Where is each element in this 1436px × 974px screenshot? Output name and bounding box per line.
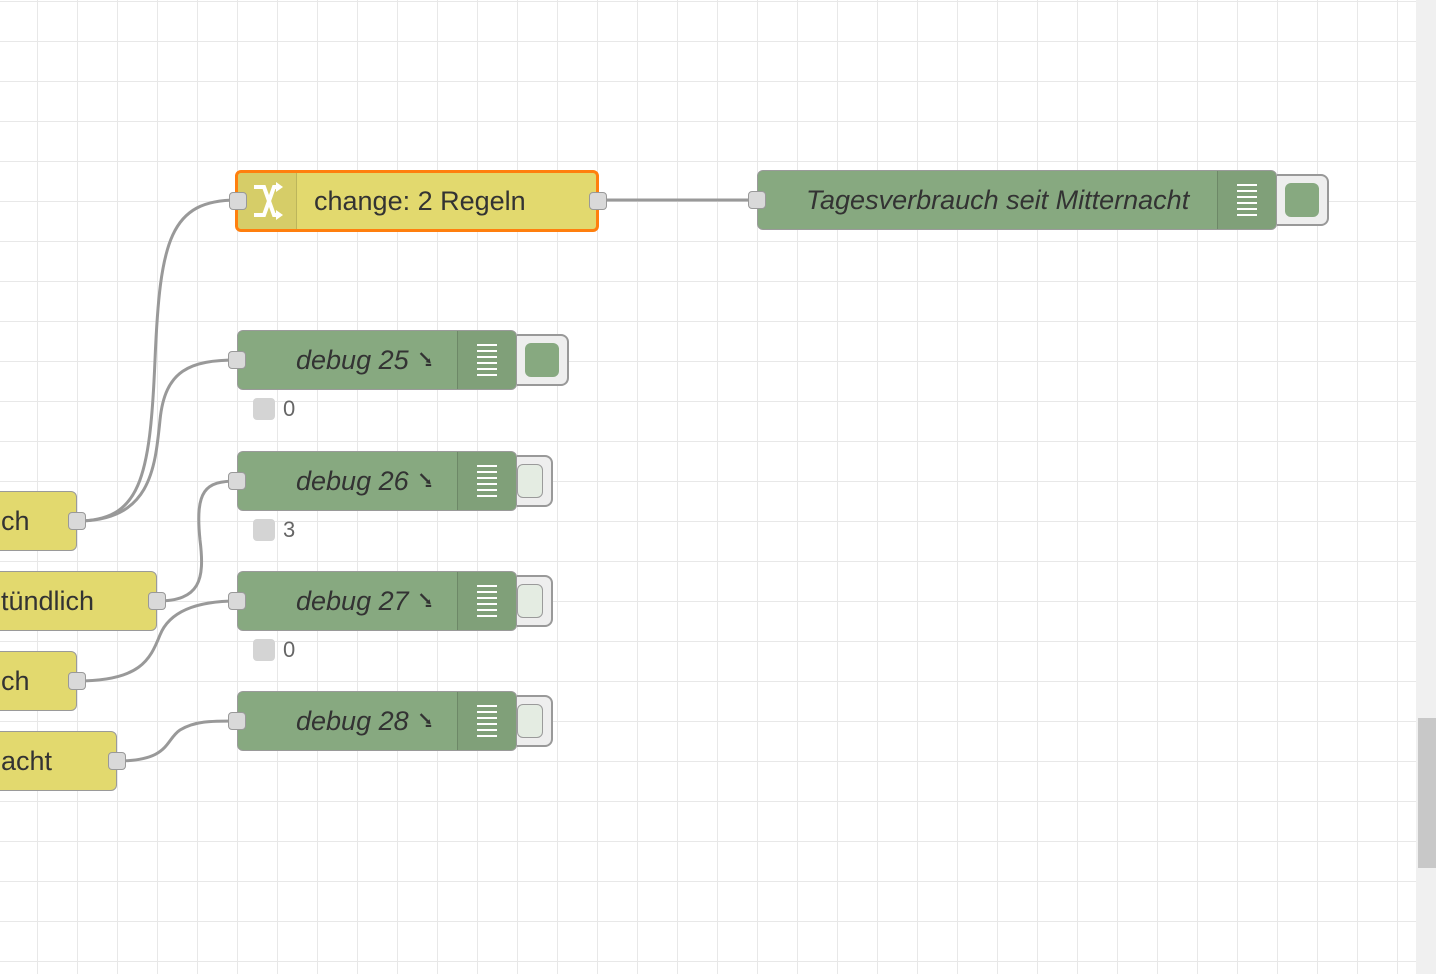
output-port[interactable]: [148, 592, 166, 610]
change-node-label: change: 2 Regeln: [314, 185, 526, 216]
output-port[interactable]: [68, 672, 86, 690]
status-text: 0: [283, 637, 296, 662]
partial-node-4-label: acht: [1, 745, 53, 776]
partial-node-1[interactable]: ch: [0, 491, 86, 551]
debug-node-27[interactable]: debug 27⭸: [228, 571, 517, 631]
debug-toggle-button[interactable]: [517, 334, 569, 386]
partial-node-2-label: tündlich: [1, 585, 95, 616]
debug-toggle-button[interactable]: [517, 575, 553, 627]
debug-target-icon: ⭸: [418, 345, 433, 370]
output-port[interactable]: [68, 512, 86, 530]
status-dot: [253, 519, 275, 541]
status-dot: [253, 639, 275, 661]
tagesverbrauch-label: Tagesverbrauch seit Mitternacht: [806, 184, 1190, 215]
wire-n1-change: [76, 198, 238, 523]
wire-n1-debug25: [76, 358, 238, 523]
scrollbar-thumb[interactable]: [1418, 718, 1436, 868]
debug-node-label: debug 28⭸: [296, 692, 432, 750]
list-icon: [457, 692, 516, 750]
debug-target-icon: ⭸: [418, 466, 433, 491]
debug-node-label: debug 25⭸: [296, 331, 432, 389]
input-port[interactable]: [228, 472, 246, 490]
list-icon: [457, 572, 516, 630]
debug-toggle-button[interactable]: [517, 455, 553, 507]
shuffle-icon: [238, 173, 297, 229]
debug-node-label: debug 27⭸: [296, 572, 432, 630]
input-port[interactable]: [228, 712, 246, 730]
input-port[interactable]: [228, 351, 246, 369]
node-status: 0: [253, 637, 295, 663]
partial-node-3-label: ch: [1, 665, 30, 696]
output-port[interactable]: [108, 752, 126, 770]
debug-node-25[interactable]: debug 25⭸: [228, 330, 517, 390]
wire-n4-debug28: [116, 719, 238, 763]
partial-node-1-label: ch: [1, 505, 30, 536]
debug-node-label: debug 26⭸: [296, 452, 432, 510]
debug-target-icon: ⭸: [418, 586, 433, 611]
debug-toggle-button[interactable]: [517, 695, 553, 747]
partial-node-2[interactable]: tündlich: [0, 571, 166, 631]
change-node[interactable]: change: 2 Regeln: [229, 170, 607, 232]
debug-node-26[interactable]: debug 26⭸: [228, 451, 517, 511]
node-status: 3: [253, 517, 295, 543]
list-icon: [457, 452, 516, 510]
output-port[interactable]: [589, 192, 607, 210]
list-icon: [457, 331, 516, 389]
input-port[interactable]: [229, 192, 247, 210]
list-icon: [1217, 171, 1276, 229]
debug-toggle-button[interactable]: [1277, 174, 1329, 226]
debug-node-28[interactable]: debug 28⭸: [228, 691, 517, 751]
debug-target-icon: ⭸: [418, 706, 433, 731]
wire-n3-debug27: [76, 599, 238, 683]
node-status: 0: [253, 396, 295, 422]
vertical-scrollbar[interactable]: [1416, 0, 1436, 974]
status-text: 0: [283, 396, 296, 421]
partial-node-4[interactable]: acht: [0, 731, 126, 791]
status-text: 3: [283, 517, 296, 542]
tagesverbrauch-debug-node[interactable]: Tagesverbrauch seit Mitternacht: [748, 170, 1277, 230]
partial-node-3[interactable]: ch: [0, 651, 86, 711]
status-dot: [253, 398, 275, 420]
input-port[interactable]: [748, 191, 766, 209]
wire-n2-debug26: [156, 479, 238, 603]
input-port[interactable]: [228, 592, 246, 610]
